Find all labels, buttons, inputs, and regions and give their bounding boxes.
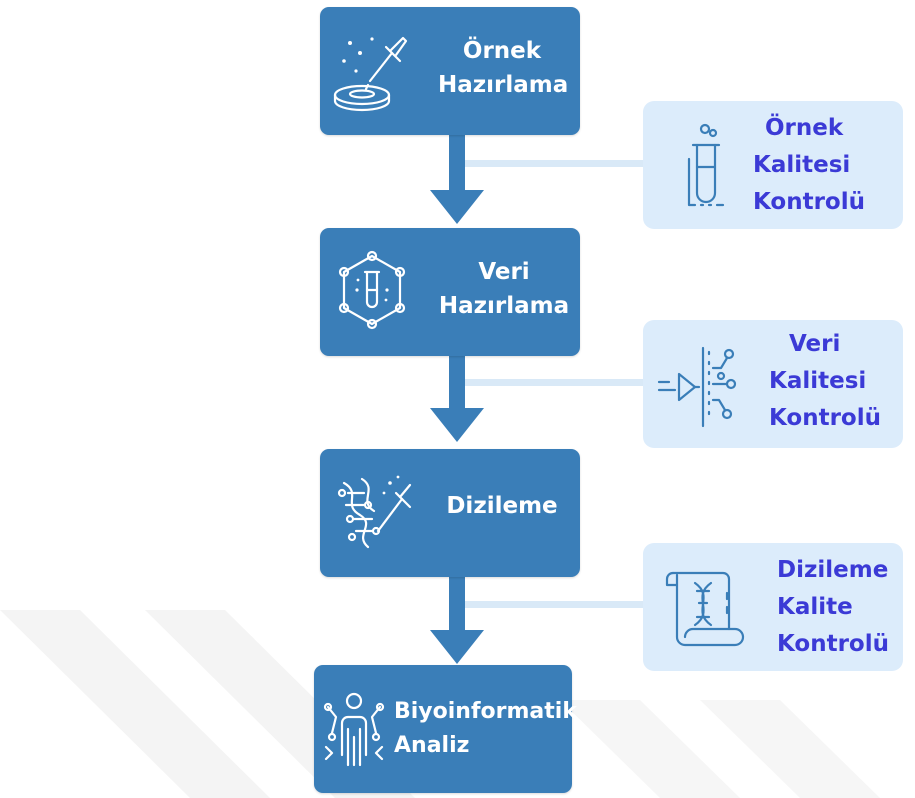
connector-line-1 [458,160,658,167]
qc-2-line-1: Veri [789,331,841,357]
step-2-line-2: Hazırlama [438,293,570,319]
connector-line-2 [458,379,658,386]
step-2-line-1: Veri [478,259,530,285]
qc-sequencing-quality-control: Dizileme Kalite Kontrolü [643,543,903,671]
qc-3-line-1: Dizileme [777,557,889,583]
step-sequencing: Dizileme [320,449,580,577]
step-1-line-2: Hazırlama [438,72,569,98]
sample-tube-icon [687,123,725,207]
step-4-line-2: Analiz [394,733,470,758]
qc-1-line-1: Örnek [765,115,844,141]
step-1-line-1: Örnek [462,38,542,64]
person-network-icon [323,692,385,767]
qc-2-line-2: Kalitesi [769,368,867,394]
flow-arrow-1 [430,132,484,224]
step-bioinformatics-analysis: Biyoinformatik Analiz [314,665,577,793]
qc-3-line-3: Kontrolü [777,631,889,657]
flow-arrow-2 [430,352,484,442]
qc-1-line-3: Kontrolü [753,189,865,215]
qc-sample-quality-control: Örnek Kalitesi Kontrolü [643,101,903,229]
dna-scroll-icon [665,571,745,647]
qc-1-line-2: Kalitesi [753,152,851,178]
qc-2-line-3: Kontrolü [769,405,881,431]
data-filter-icon [657,346,737,428]
test-tube-network-icon [338,250,406,330]
connector-line-3 [458,601,658,608]
pipette-petri-dish-icon [333,36,408,112]
step-data-preparation: Veri Hazırlama [320,228,580,356]
qc-3-line-2: Kalite [777,594,853,620]
flow-arrow-3 [430,574,484,664]
step-sample-preparation: Örnek Hazırlama [320,7,580,135]
qc-data-quality-control: Veri Kalitesi Kontrolü [643,320,903,448]
step-4-line-1: Biyoinformatik [394,699,577,724]
step-3-line-1: Dizileme [446,493,558,519]
dna-sequence-pipette-icon [337,475,412,549]
